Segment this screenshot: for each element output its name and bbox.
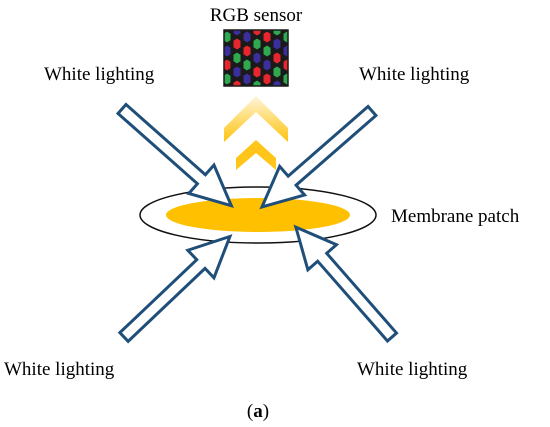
white-lighting-arrow-bottom-left bbox=[117, 234, 233, 344]
sensor-pixel bbox=[252, 30, 262, 37]
sensor-pixel bbox=[243, 87, 251, 99]
sensor-pixel bbox=[232, 30, 242, 37]
upward-chevron-icon bbox=[224, 96, 288, 170]
sensor-pixel bbox=[232, 51, 242, 65]
sensor-pixel bbox=[232, 65, 242, 79]
caption-open-paren: ( bbox=[247, 401, 253, 422]
white-lighting-arrow-top-left bbox=[115, 102, 234, 209]
sensor-pixel bbox=[263, 87, 271, 99]
sensor-pixel bbox=[242, 44, 252, 58]
sensor-pixel bbox=[282, 44, 288, 58]
sensor-pixel bbox=[224, 30, 232, 44]
sensor-pixel bbox=[283, 87, 291, 99]
sensor-pixel bbox=[262, 44, 272, 58]
sensor-pixel bbox=[242, 58, 252, 72]
sensor-pixel bbox=[224, 44, 232, 58]
membrane-patch-label: Membrane patch bbox=[391, 206, 520, 227]
sensor-pixel bbox=[252, 65, 262, 79]
figure-caption: (a) bbox=[247, 401, 269, 422]
sensor-pixel bbox=[224, 72, 232, 86]
sensor-pixel bbox=[242, 72, 252, 86]
sensor-pixel bbox=[242, 30, 252, 44]
white-lighting-label-bottom-right: White lighting bbox=[357, 359, 468, 380]
sensor-pixel bbox=[252, 37, 262, 51]
white-lighting-label-top-left: White lighting bbox=[44, 64, 155, 85]
sensor-pixel bbox=[224, 58, 232, 72]
white-lighting-label-top-right: White lighting bbox=[359, 64, 470, 85]
sensor-pixel bbox=[272, 37, 282, 51]
sensor-pixel bbox=[272, 51, 282, 65]
rgb-sensor-icon bbox=[223, 29, 291, 106]
sensor-pixel bbox=[262, 72, 272, 86]
sensor-pixel bbox=[252, 51, 262, 65]
sensor-pixel bbox=[232, 37, 242, 51]
white-lighting-arrow-bottom-right bbox=[293, 224, 399, 344]
caption-letter: a bbox=[253, 401, 263, 422]
sensor-pixel bbox=[232, 79, 242, 86]
sensor-pixel bbox=[272, 30, 282, 37]
white-lighting-label-bottom-left: White lighting bbox=[4, 359, 115, 380]
membrane-patch bbox=[139, 186, 377, 244]
sensor-pixel bbox=[223, 87, 231, 99]
caption-close-paren: ) bbox=[263, 401, 269, 422]
sensor-pixel bbox=[272, 65, 282, 79]
sensor-pixel bbox=[262, 30, 272, 44]
white-lighting-arrow-top-right bbox=[259, 104, 379, 210]
sensor-pixel bbox=[273, 94, 281, 106]
sensor-pixel bbox=[262, 58, 272, 72]
sensor-pixel bbox=[233, 94, 241, 106]
sensor-pixel bbox=[282, 30, 288, 44]
sensor-pixel bbox=[272, 79, 282, 86]
sensor-pixel bbox=[282, 72, 288, 86]
rgb-sensor-label: RGB sensor bbox=[210, 5, 303, 26]
sensor-pixel bbox=[282, 58, 288, 72]
sensor-pixel bbox=[252, 79, 262, 86]
